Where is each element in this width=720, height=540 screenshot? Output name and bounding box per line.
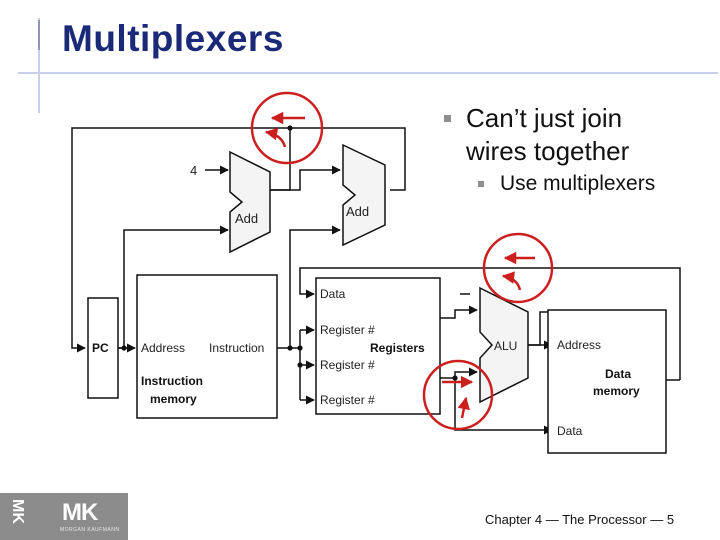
wire-reg-to-alu-1 <box>440 305 478 319</box>
bullet-1-text: Can’t just join wires together <box>466 103 630 166</box>
adder-1: Add <box>229 150 271 254</box>
reg-port-3-label: Register # <box>320 393 375 407</box>
imem-address-label: Address <box>141 341 185 355</box>
wire-reg-to-alu-2 <box>440 367 478 379</box>
register-file: Data Register # Register # Register # Re… <box>315 277 441 415</box>
alu: ALU <box>479 286 529 404</box>
wire-alu-feed <box>528 311 548 346</box>
dmem-name-line2: memory <box>593 384 640 398</box>
slide-footer: Chapter 4 — The Processor — 5 <box>485 512 675 527</box>
constant-four: 4 <box>190 163 197 178</box>
pc-register: PC <box>87 297 119 399</box>
imem-instruction-label: Instruction <box>209 341 264 355</box>
imem-name-line1: Instruction <box>141 374 203 388</box>
slide-title: Multiplexers <box>62 18 284 59</box>
frame-vertical-accent <box>38 20 40 50</box>
logo-sub-text: MORGAN KAUFMANN <box>60 527 120 533</box>
bullet-2-text: Use multiplexers <box>500 172 656 195</box>
publisher-logo: MK MK MORGAN KAUFMANN <box>0 493 128 540</box>
junction-dots <box>121 125 458 381</box>
adder-1-label: Add <box>235 211 258 226</box>
data-memory: Address Data memory Data <box>547 309 667 454</box>
reg-data-label: Data <box>320 287 346 301</box>
dmem-address-label: Address <box>557 338 601 352</box>
bullet-square-icon <box>444 115 451 122</box>
reg-name-label: Registers <box>370 341 425 355</box>
wire-writeback <box>299 267 681 380</box>
wire-instr-bus <box>277 347 301 400</box>
logo-main-text: MK <box>62 499 98 526</box>
frame-horizontal-rule <box>18 72 718 74</box>
pc-label: PC <box>92 341 109 355</box>
conflict-highlight-3 <box>422 359 494 431</box>
wire-adder2-loop <box>290 127 406 191</box>
dmem-name-line1: Data <box>605 367 631 381</box>
imem-name-line2: memory <box>150 392 197 406</box>
wire-instr-to-adder2 <box>289 225 341 348</box>
bullet-square-icon <box>478 181 484 187</box>
instruction-memory: Address Instruction Instruction memory <box>136 274 278 419</box>
reg-port-1-label: Register # <box>320 323 375 337</box>
frame-vertical-rule <box>38 18 40 113</box>
wire-adder1-to-adder2 <box>270 165 341 191</box>
alu-label: ALU <box>494 339 517 353</box>
conflict-highlight-2 <box>482 232 554 304</box>
logo-side-text: MK <box>9 499 26 524</box>
adder-2: Add <box>342 143 386 247</box>
adder-2-label: Add <box>346 204 369 219</box>
dmem-data-label: Data <box>557 424 583 438</box>
conflict-highlight-1 <box>250 91 324 165</box>
reg-port-2-label: Register # <box>320 358 375 372</box>
